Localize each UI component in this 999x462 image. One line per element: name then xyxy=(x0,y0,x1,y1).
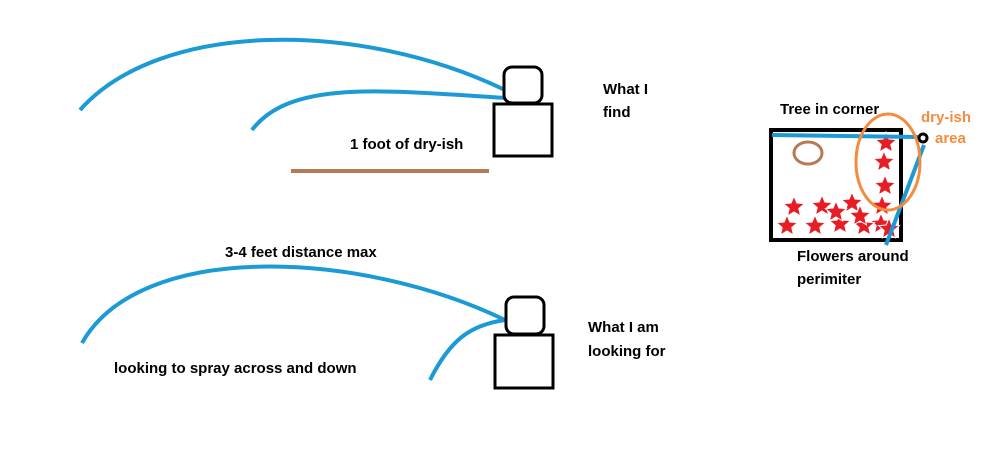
yard-border xyxy=(769,128,903,242)
dry-area-label: dry-ish xyxy=(921,109,971,126)
sprinkler-head xyxy=(502,65,544,105)
down-spray-arc xyxy=(428,318,506,381)
what-i-find-label: What I xyxy=(603,81,648,98)
tree-icon xyxy=(792,140,824,166)
what-i-find-label-2: find xyxy=(603,104,631,121)
spray-line-across xyxy=(771,133,919,139)
desired-sprinkler xyxy=(80,264,555,390)
looking-for-label: What I am xyxy=(588,319,659,336)
sprinkler-head-desired xyxy=(504,295,546,336)
flowers-label: Flowers around xyxy=(797,248,909,265)
flower-star-icon xyxy=(775,213,799,236)
dry-area-highlight xyxy=(854,112,922,212)
spray-line-down xyxy=(884,144,926,246)
flower-star-icon xyxy=(828,211,852,234)
short-spray-arc xyxy=(250,89,506,132)
sprinkler-base xyxy=(492,102,554,158)
looking-for-label-2: looking for xyxy=(588,343,666,360)
yard-plan xyxy=(769,112,929,246)
sprinkler-location-icon xyxy=(917,132,929,144)
flower-star-icon xyxy=(848,203,872,226)
current-sprinkler xyxy=(78,37,554,173)
flower-star-icon xyxy=(873,173,897,196)
long-spray-arc-desired xyxy=(80,264,506,344)
flower-star-icon xyxy=(840,190,864,213)
dry-foot-label: 1 foot of dry-ish xyxy=(350,136,463,153)
flower-star-icon xyxy=(782,194,806,217)
flower-star-icon xyxy=(872,149,896,172)
dry-area-label-2: area xyxy=(935,130,967,147)
flower-star-icon xyxy=(874,130,898,153)
flower-star-icon xyxy=(803,213,827,236)
flowers-label-2: perimiter xyxy=(797,271,861,288)
long-spray-arc xyxy=(78,37,506,112)
distance-label: 3-4 feet distance max xyxy=(225,244,377,261)
sprinkler-base-desired xyxy=(493,333,555,390)
flower-star-icon xyxy=(824,199,848,222)
spray-description: looking to spray across and down xyxy=(114,360,357,377)
tree-label: Tree in corner xyxy=(780,101,879,118)
